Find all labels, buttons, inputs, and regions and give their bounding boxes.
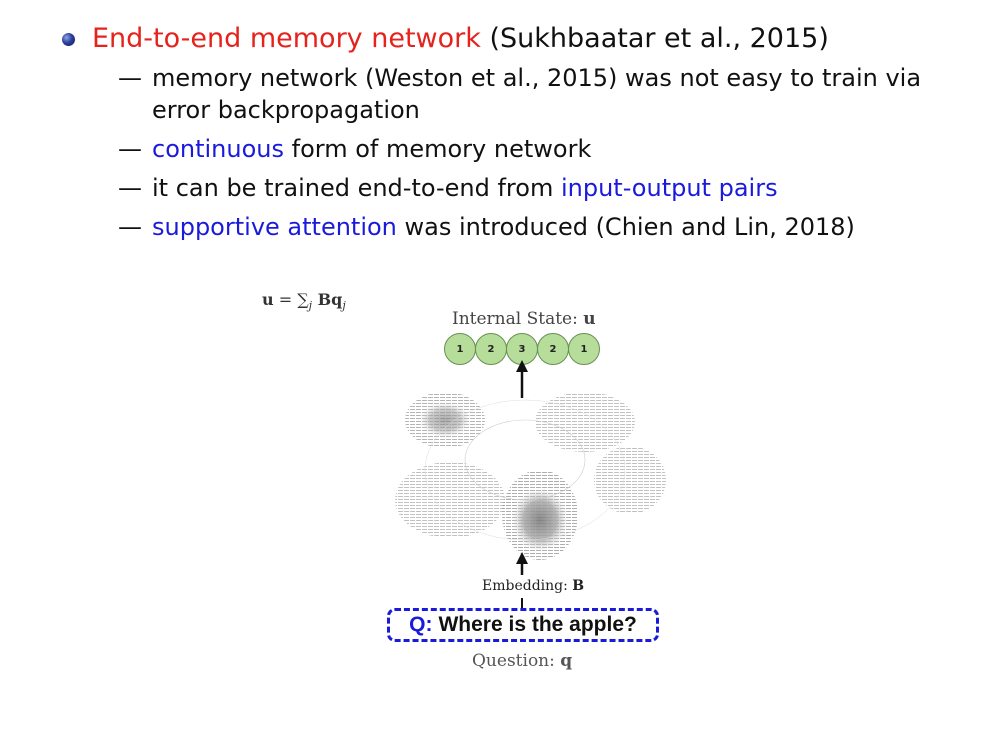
dash-icon: — <box>118 64 142 92</box>
sub-bullet-text: continuous form of memory network <box>152 135 592 163</box>
formula-u: u = ∑j Bqj <box>262 290 346 313</box>
state-cell: 3 <box>506 333 538 365</box>
sub-bullet-text: it can be trained end-to-end from input-… <box>152 174 778 202</box>
sub-bullet-highlight: supportive attention <box>152 213 397 241</box>
main-bullet: End-to-end memory network (Sukhbaatar et… <box>92 22 829 56</box>
embedding-label: Embedding: B <box>482 578 585 594</box>
sub-bullet-text: supportive attention was introduced (Chi… <box>152 213 855 241</box>
sub-bullet-highlight: continuous <box>152 135 284 163</box>
state-cell: 2 <box>475 333 507 365</box>
main-bullet-citation: (Sukhbaatar et al., 2015) <box>480 23 829 54</box>
dash-icon: — <box>118 135 142 163</box>
bullet-ball-icon <box>62 33 75 46</box>
internal-state-label: Internal State: u <box>452 309 596 329</box>
question-text: Where is the apple? <box>438 613 637 636</box>
embedding-network-graphic <box>395 360 666 610</box>
sub-bullet-highlight: input-output pairs <box>560 174 778 202</box>
sub-bullet-text: memory network (Weston et al., 2015) was… <box>152 64 922 124</box>
question-box: Q: Where is the apple? <box>387 608 659 642</box>
question-label: Question: q <box>472 651 573 671</box>
main-bullet-highlight: End-to-end memory network <box>92 23 481 54</box>
state-cell: 1 <box>444 333 476 365</box>
dash-icon: — <box>118 174 142 202</box>
dash-icon: — <box>118 213 142 241</box>
internal-state-vector: 1 2 3 2 1 <box>444 333 614 365</box>
state-cell: 1 <box>568 333 600 365</box>
question-prefix: Q: <box>409 613 433 636</box>
